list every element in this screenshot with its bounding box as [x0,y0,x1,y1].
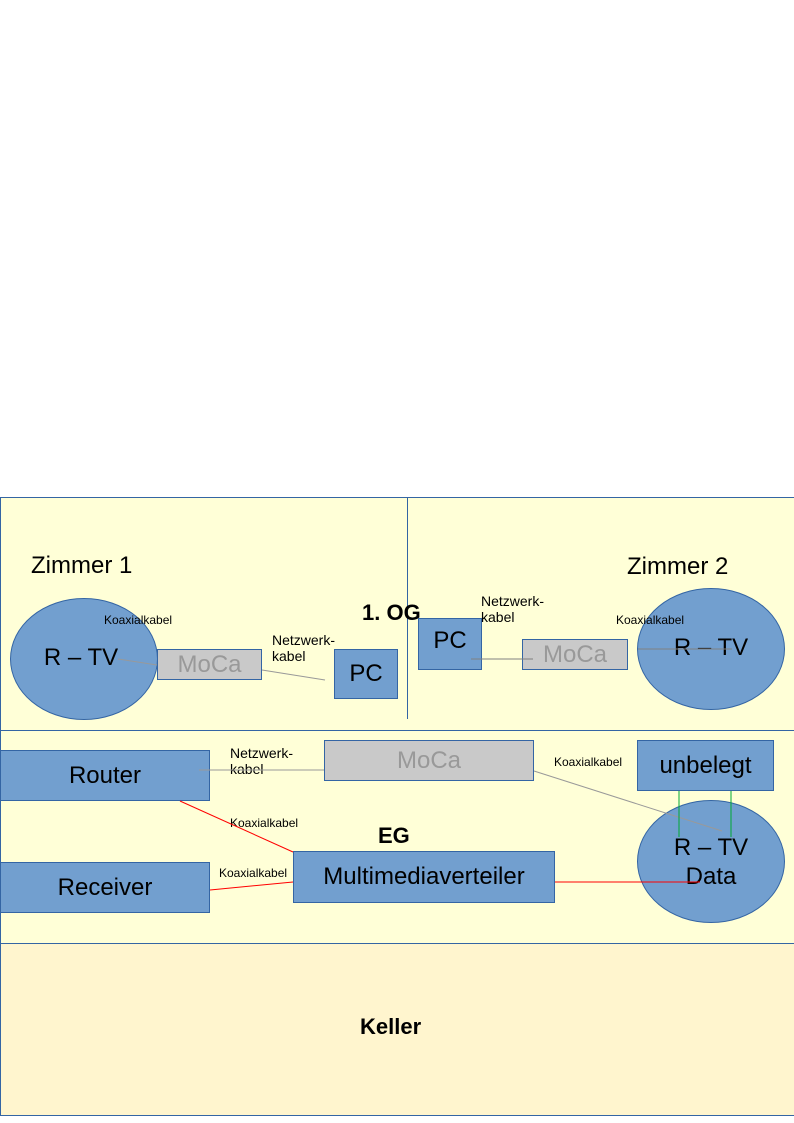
room-label-zimmer-1: Zimmer 1 [31,552,133,579]
pc-zimmer-2[interactable]: PC [418,618,482,670]
moca-adapter-eg[interactable]: MoCa [324,740,534,781]
rtv-data-socket-eg[interactable]: R – TV Data [637,800,785,923]
moca-label: MoCa [542,640,608,668]
multimediaverteiler[interactable]: Multimediaverteiler [293,851,555,903]
router[interactable]: Router [0,750,210,801]
moca-adapter-zimmer-2[interactable]: MoCa [522,639,628,670]
rtv-data-label: R – TV Data [673,834,749,890]
network-cable-label-zimmer-1: Netzwerk- kabel [272,632,336,665]
moca-adapter-zimmer-1[interactable]: MoCa [157,649,262,680]
rtv-label: R – TV [673,633,749,661]
pc-label: PC [433,627,467,654]
rtv-label: R – TV [43,643,119,671]
coax-cable-label-zimmer-2: Koaxialkabel [616,613,685,627]
floor-label-keller: Keller [360,1014,422,1039]
network-cable-label-zimmer-2: Netzwerk- kabel [481,593,545,626]
coax-cable-label-zimmer-1: Koaxialkabel [104,613,173,627]
room-divider [407,497,408,719]
moca-label: MoCa [396,746,462,774]
unbelegt-label: unbelegt [659,751,752,779]
network-cable-label-eg: Netzwerk- kabel [230,745,294,778]
floor-label-eg: EG [378,823,410,848]
unbelegt-socket[interactable]: unbelegt [637,740,774,791]
pc-zimmer-1[interactable]: PC [334,649,398,699]
receiver[interactable]: Receiver [0,862,210,913]
pc-label: PC [349,660,383,687]
floor-keller [0,943,794,1116]
room-label-zimmer-2: Zimmer 2 [627,553,729,580]
rtv-socket-zimmer-2[interactable]: R – TV [637,588,785,710]
multimediaverteiler-label: Multimediaverteiler [323,863,525,890]
coax-cable-label-router: Koaxialkabel [230,816,299,830]
floor-label-og: 1. OG [362,600,421,625]
receiver-label: Receiver [57,873,153,901]
coax-cable-label-receiver: Koaxialkabel [219,866,288,880]
moca-label: MoCa [177,650,242,678]
router-label: Router [68,761,142,789]
coax-cable-label-moca-eg: Koaxialkabel [554,755,623,769]
